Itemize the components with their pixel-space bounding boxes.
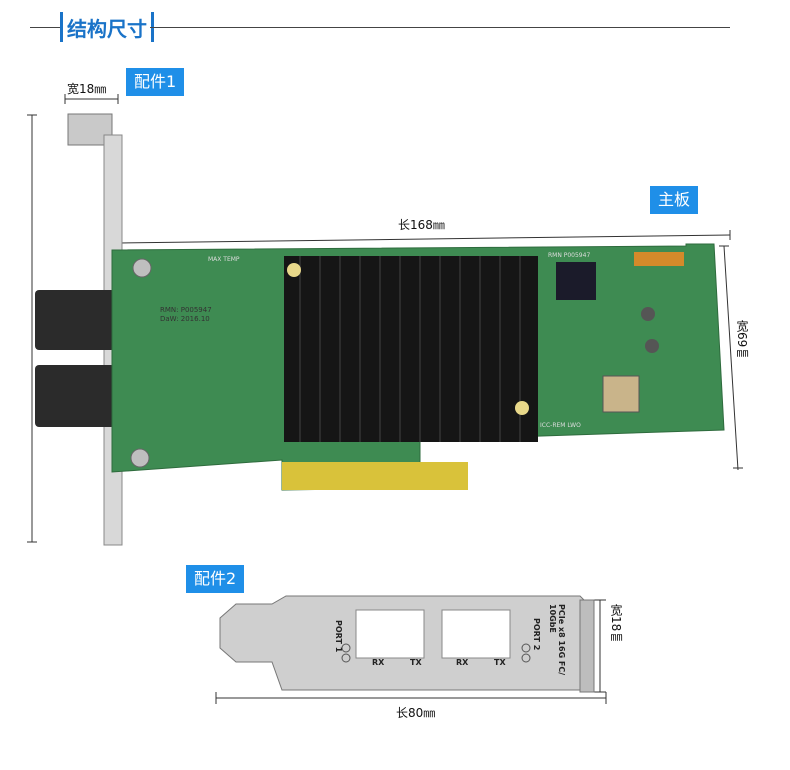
board-rmn-text: RMN P005947 [548,252,591,259]
bracket-tx1-label: TX [410,658,422,667]
part2-length-label: 长80㎜ [396,706,436,720]
part2-width-label: 宽18㎜ [609,604,623,644]
main-width-label: 宽69㎜ [735,320,749,360]
part1-width-label: 宽18㎜ [67,82,107,96]
board-temp-text: MAX TEMP [208,256,240,263]
low-profile-bracket [219,595,595,693]
part2-tag: 配件2 [186,565,245,593]
header-rule-right [150,27,730,28]
dimension-lines [27,94,743,704]
main-length-label: 长168㎜ [398,218,445,232]
sticker-date: DaW: 2016.10 [160,315,210,323]
title-left-bar [60,12,63,42]
bracket-rx1-label: RX [372,658,385,667]
bracket-tx2-label: TX [494,658,506,667]
sticker-rmn: RMN: P005947 [160,306,212,314]
bracket-port2-label: PORT 2 [532,618,541,651]
board-sticker: RMN: P005947 DaW: 2016.10 [160,306,212,324]
board-cert-text: ICC-REM LWO [540,422,581,429]
main-board [111,243,725,491]
main-board-tag: 主板 [650,186,699,214]
bracket-port1-label: PORT 1 [334,620,343,653]
bracket-spec-label: PCIe x8 16G FC/ 10GbE [548,604,566,676]
bracket-rx2-label: RX [456,658,469,667]
part1-tag: 配件1 [126,68,185,96]
header-rule-left [30,27,60,28]
section-title: 结构尺寸 [67,16,147,41]
